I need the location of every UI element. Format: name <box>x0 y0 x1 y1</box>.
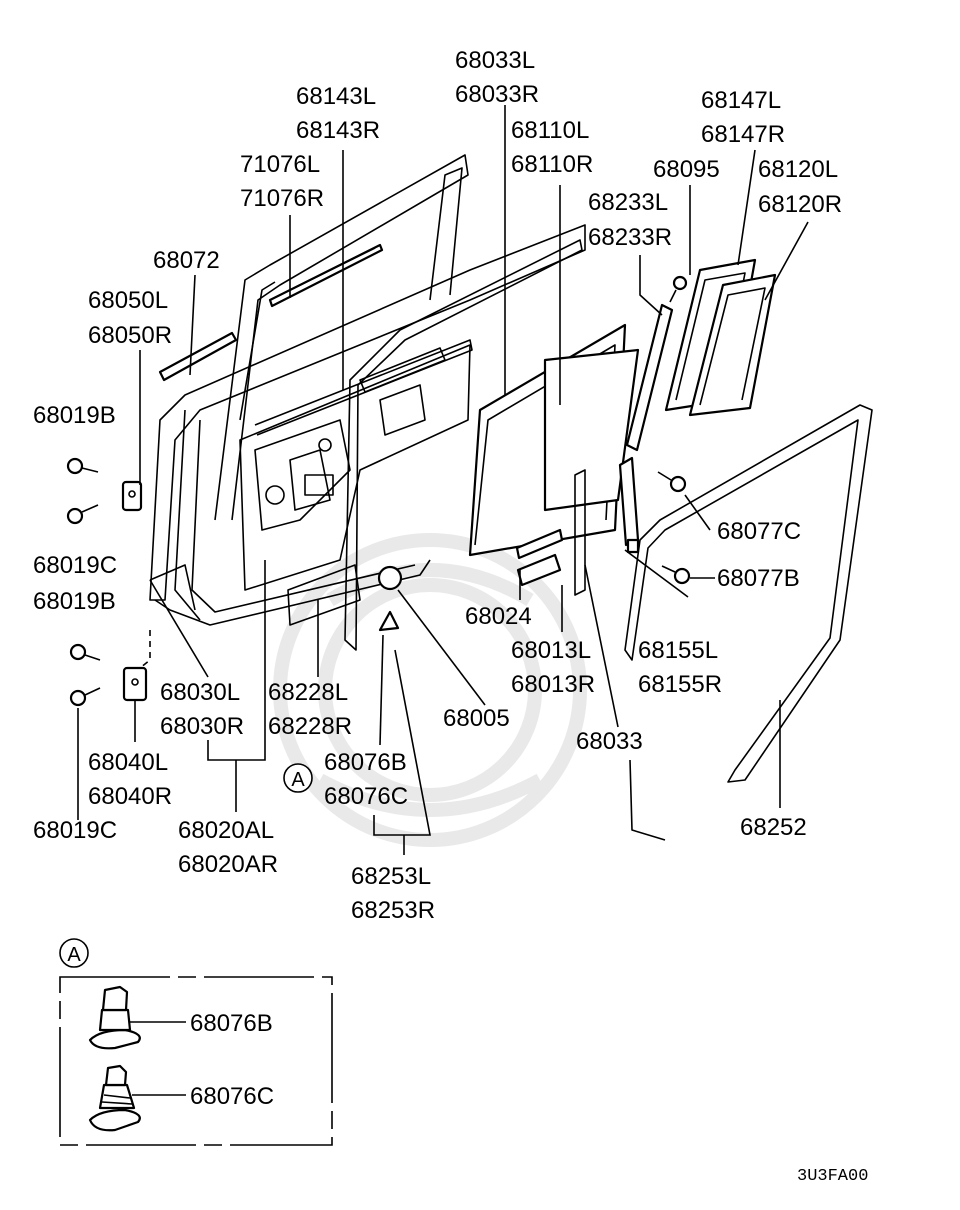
label-68050L: 68050L <box>88 287 168 314</box>
label-68228L: 68228L <box>268 679 348 706</box>
part-68076-clip <box>378 610 400 632</box>
label-68019B-top: 68019B <box>33 402 116 429</box>
label-68110L: 68110L <box>511 117 589 144</box>
part-68019c-bolt-bot <box>69 687 101 707</box>
part-68252-weatherstrip <box>624 404 873 783</box>
part-68095-screw <box>669 275 688 303</box>
part-68024-bracket <box>515 528 564 560</box>
label-68143R: 68143R <box>296 117 380 144</box>
label-68110R: 68110R <box>511 151 593 178</box>
label-68120L: 68120L <box>758 156 838 183</box>
part-68077c-bolt <box>657 471 687 493</box>
part-68110-guide <box>344 239 583 651</box>
part-68050-upper-hinge <box>121 480 143 512</box>
label-68233R: 68233R <box>588 224 672 251</box>
label-68020AL: 68020AL <box>178 817 274 844</box>
label-68033L: 68033L <box>455 47 535 74</box>
label-68005: 68005 <box>443 705 510 732</box>
label-68050R: 68050R <box>88 322 172 349</box>
label-68155R: 68155R <box>638 671 722 698</box>
inset-label-68076C: 68076C <box>190 1083 274 1110</box>
label-68019B-low: 68019B <box>33 588 116 615</box>
label-68019C-bot: 68019C <box>33 817 117 844</box>
label-68233L: 68233L <box>588 189 668 216</box>
part-68033-lower-channel <box>574 469 666 841</box>
part-68077b-bolt <box>661 565 691 585</box>
label-68253R: 68253R <box>351 897 435 924</box>
label-68033R: 68033R <box>455 81 539 108</box>
part-68228-sheet <box>287 564 361 626</box>
door-shell <box>149 224 586 626</box>
inset-detail-a: A 68076B 68076C <box>59 938 333 1146</box>
leader-lines <box>77 105 809 855</box>
part-68019c-bolt-mid <box>66 504 99 525</box>
label-68024: 68024 <box>465 603 532 630</box>
label-68076B: 68076B <box>324 749 407 776</box>
label-68252: 68252 <box>740 814 807 841</box>
inset-label-68076B: 68076B <box>190 1010 273 1037</box>
part-68040-lower-hinge <box>122 666 148 702</box>
part-68019b-bolt-top <box>66 457 99 475</box>
label-68228R: 68228R <box>268 713 352 740</box>
part-68019b-bolt-low <box>69 643 101 661</box>
label-68076C: 68076C <box>324 783 408 810</box>
label-68030L: 68030L <box>160 679 240 706</box>
part-68072-strip <box>158 331 238 382</box>
label-71076R: 71076R <box>240 185 324 212</box>
label-68147L: 68147L <box>701 87 781 114</box>
label-68013L: 68013L <box>511 637 591 664</box>
label-68033: 68033 <box>576 728 643 755</box>
inset-frame <box>59 976 333 1146</box>
label-68030R: 68030R <box>160 713 244 740</box>
part-68005-bumper <box>377 565 403 591</box>
part-68155-channel <box>618 456 640 554</box>
label-68147R: 68147R <box>701 121 785 148</box>
door-sash-frame <box>214 154 469 521</box>
label-71076L: 71076L <box>240 151 320 178</box>
part-68143-channel <box>254 339 473 436</box>
part-labels: 68033L 68033R 68143L 68143R 68110L 68110… <box>33 47 842 924</box>
label-68077C: 68077C <box>717 518 801 545</box>
label-68072: 68072 <box>153 247 220 274</box>
label-68155L: 68155L <box>638 637 718 664</box>
label-68019C-mid: 68019C <box>33 552 117 579</box>
label-68095: 68095 <box>653 156 720 183</box>
label-68253L: 68253L <box>351 863 431 890</box>
part-68233-division-bar <box>625 303 674 452</box>
inset-callout-letter: A <box>67 944 81 966</box>
clip-68076c-detail <box>88 1064 186 1132</box>
part-68030-strip <box>149 564 196 611</box>
label-68020AR: 68020AR <box>178 851 278 878</box>
diagram-code: 3U3FA00 <box>797 1167 868 1186</box>
callout-a-letter: A <box>291 769 305 791</box>
label-68040R: 68040R <box>88 783 172 810</box>
part-71076-moulding <box>268 243 384 308</box>
label-68143L: 68143L <box>296 83 376 110</box>
clip-68076b-detail <box>88 985 186 1050</box>
callout-a-main: A <box>283 763 313 793</box>
part-68033-glass <box>468 323 640 557</box>
watermark-emblem <box>273 533 587 847</box>
label-68013R: 68013R <box>511 671 595 698</box>
label-68077B: 68077B <box>717 565 800 592</box>
label-68120R: 68120R <box>758 191 842 218</box>
part-68120-quarter-glass <box>688 273 777 417</box>
label-68040L: 68040L <box>88 749 168 776</box>
